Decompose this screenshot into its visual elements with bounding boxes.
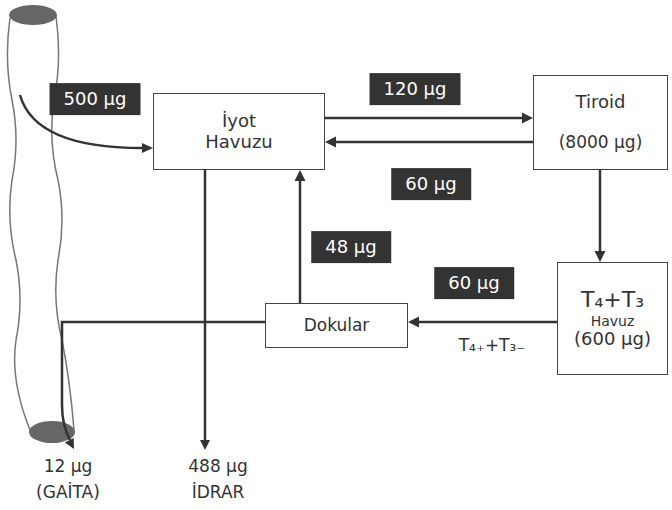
node-text: (600 μg) <box>574 329 651 350</box>
flow-arrow <box>295 170 306 303</box>
note-label: (GAİTA) <box>36 483 100 502</box>
process-box: İyot Havuzu <box>153 93 325 170</box>
flow-arrow <box>325 137 533 148</box>
flow-amount: 60 μg <box>434 267 514 299</box>
node-text: (8000 μg) <box>559 133 643 153</box>
flow-amount: 48 μg <box>311 231 391 263</box>
node-text: İyot Havuzu <box>205 111 272 152</box>
node-text: T₄+T₃ <box>581 287 644 312</box>
process-box: Dokular <box>265 303 408 348</box>
node-text: Dokular <box>304 316 370 336</box>
arrow-head <box>295 170 306 181</box>
arrow-head <box>325 137 336 148</box>
note-label: 12 μg <box>44 457 93 476</box>
arrow-head <box>408 317 419 328</box>
flow-line <box>419 321 557 324</box>
intestine-end <box>29 421 75 443</box>
arrow-head <box>200 440 210 450</box>
intestine-end <box>9 5 57 25</box>
arrow-head <box>142 143 153 153</box>
flow-amount: 500 μg <box>50 83 141 115</box>
flow-line <box>599 170 602 251</box>
arrow-head <box>522 113 533 124</box>
process-box: Tiroid (8000 μg) <box>533 75 668 170</box>
node-text: Havuz <box>591 313 635 329</box>
flow-amount: 120 μg <box>370 73 461 105</box>
flow-line <box>299 181 302 303</box>
flow-line <box>336 141 533 144</box>
flow-arrow <box>408 317 557 328</box>
flow-amount: 60 μg <box>391 168 471 200</box>
note-label: 488 μg <box>188 457 247 476</box>
flow-arrow <box>595 170 606 262</box>
node-text: Tiroid <box>576 92 626 113</box>
flow-line <box>325 117 522 120</box>
urine-arrow <box>204 170 207 440</box>
process-box: T₄+T₃Havuz(600 μg) <box>557 262 668 375</box>
flow-arrow <box>325 113 533 124</box>
arrow-head <box>65 438 74 449</box>
note-label: T₄₊+T₃₋ <box>459 336 526 355</box>
arrow-head <box>595 251 606 262</box>
intestine-wall <box>7 18 30 430</box>
note-label: İDRAR <box>192 483 245 502</box>
feces-arrow <box>62 322 265 440</box>
